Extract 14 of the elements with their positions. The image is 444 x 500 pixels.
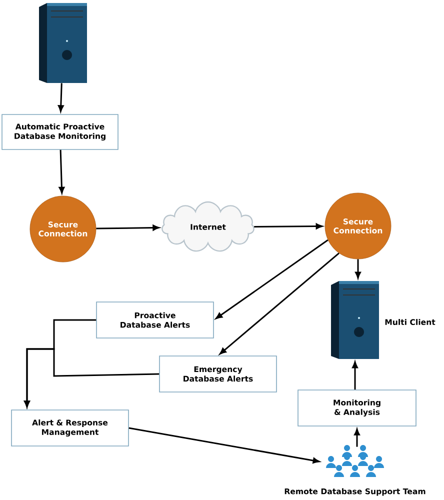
arrow (58, 150, 65, 194)
server-drawing (331, 281, 379, 359)
arrow (355, 259, 361, 279)
arrow (128, 427, 320, 464)
arrow (352, 361, 358, 390)
arrow (58, 83, 64, 112)
arrow (216, 239, 328, 320)
arrow (254, 223, 323, 230)
people-drawing (326, 445, 384, 477)
arrow (24, 348, 160, 408)
arrow (220, 252, 340, 354)
arrow (354, 428, 360, 447)
arrow (96, 224, 160, 231)
server-drawing (39, 3, 87, 83)
